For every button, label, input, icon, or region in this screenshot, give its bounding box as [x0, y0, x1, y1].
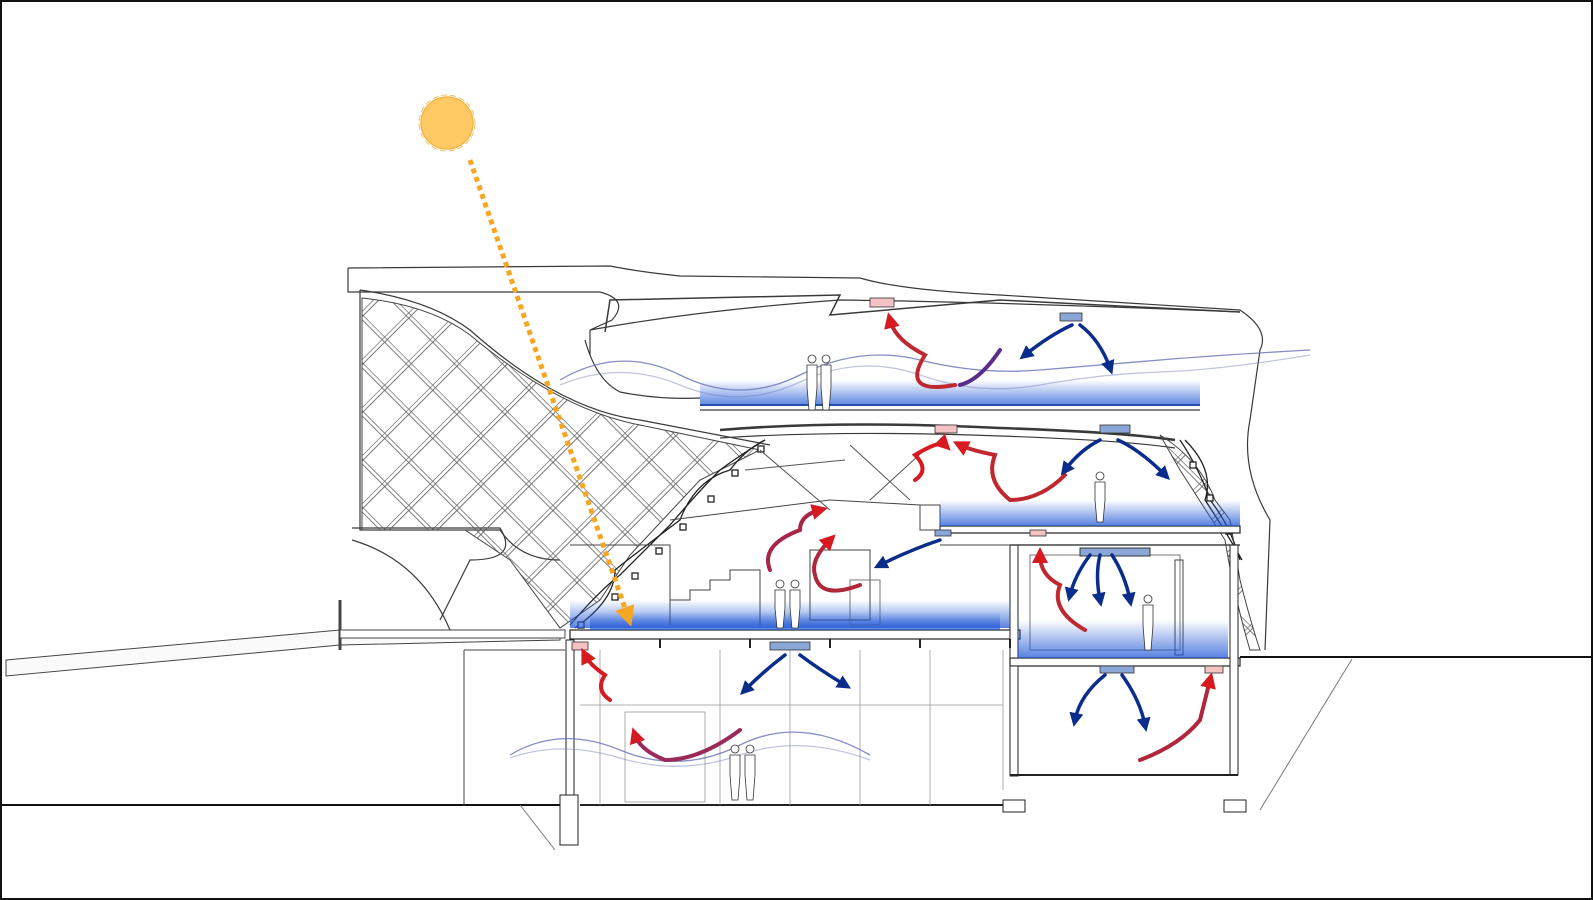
upper-right-room — [1018, 547, 1228, 658]
sun-icon — [418, 94, 476, 152]
mezzanine-glow — [940, 500, 1240, 526]
lattice-facade — [361, 297, 762, 629]
truss-bracing — [744, 444, 931, 511]
ground — [0, 656, 1592, 851]
cool-air-arrows — [740, 323, 1170, 732]
warm-air-arrows — [581, 312, 1216, 763]
braided-column-left — [569, 439, 766, 629]
entrance-ramp — [5, 600, 566, 805]
person-silhouette-icon — [729, 354, 1154, 801]
panels — [571, 297, 1224, 674]
